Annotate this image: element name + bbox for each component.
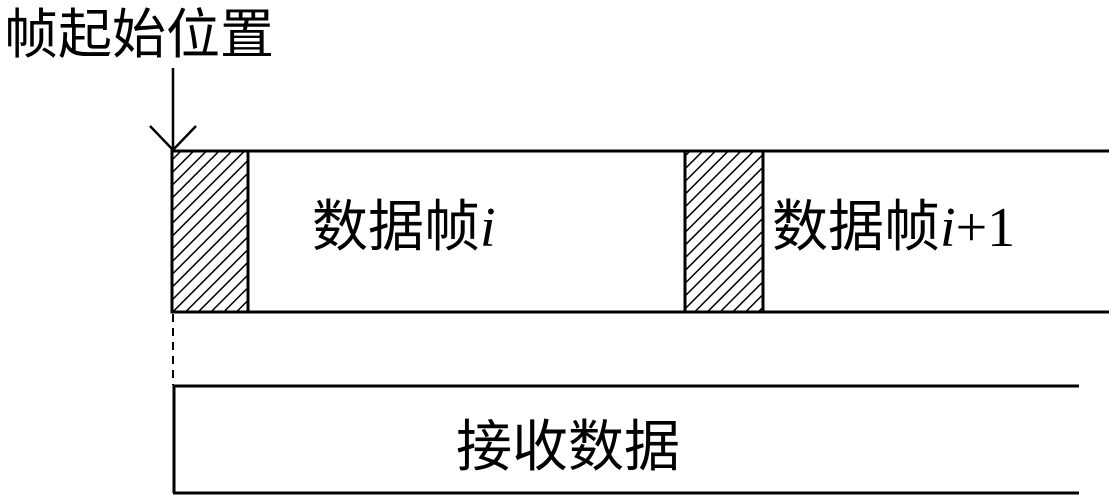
frame-header-i [170,149,250,314]
frame-header-i-plus-1 [683,149,765,314]
received-data-label: 接收数据 [456,417,680,479]
data-frame-i-label: 数据帧i [312,200,496,256]
frame-index: i [480,197,496,259]
frame-suffix: +1 [955,197,1016,259]
frame-index: i [940,197,956,259]
frame-start-label: 帧起始位置 [4,5,274,65]
data-frame-i-plus-1-label: 数据帧i+1 [772,200,1015,256]
frame-prefix: 数据帧 [312,197,480,259]
frame-prefix: 数据帧 [772,197,940,259]
